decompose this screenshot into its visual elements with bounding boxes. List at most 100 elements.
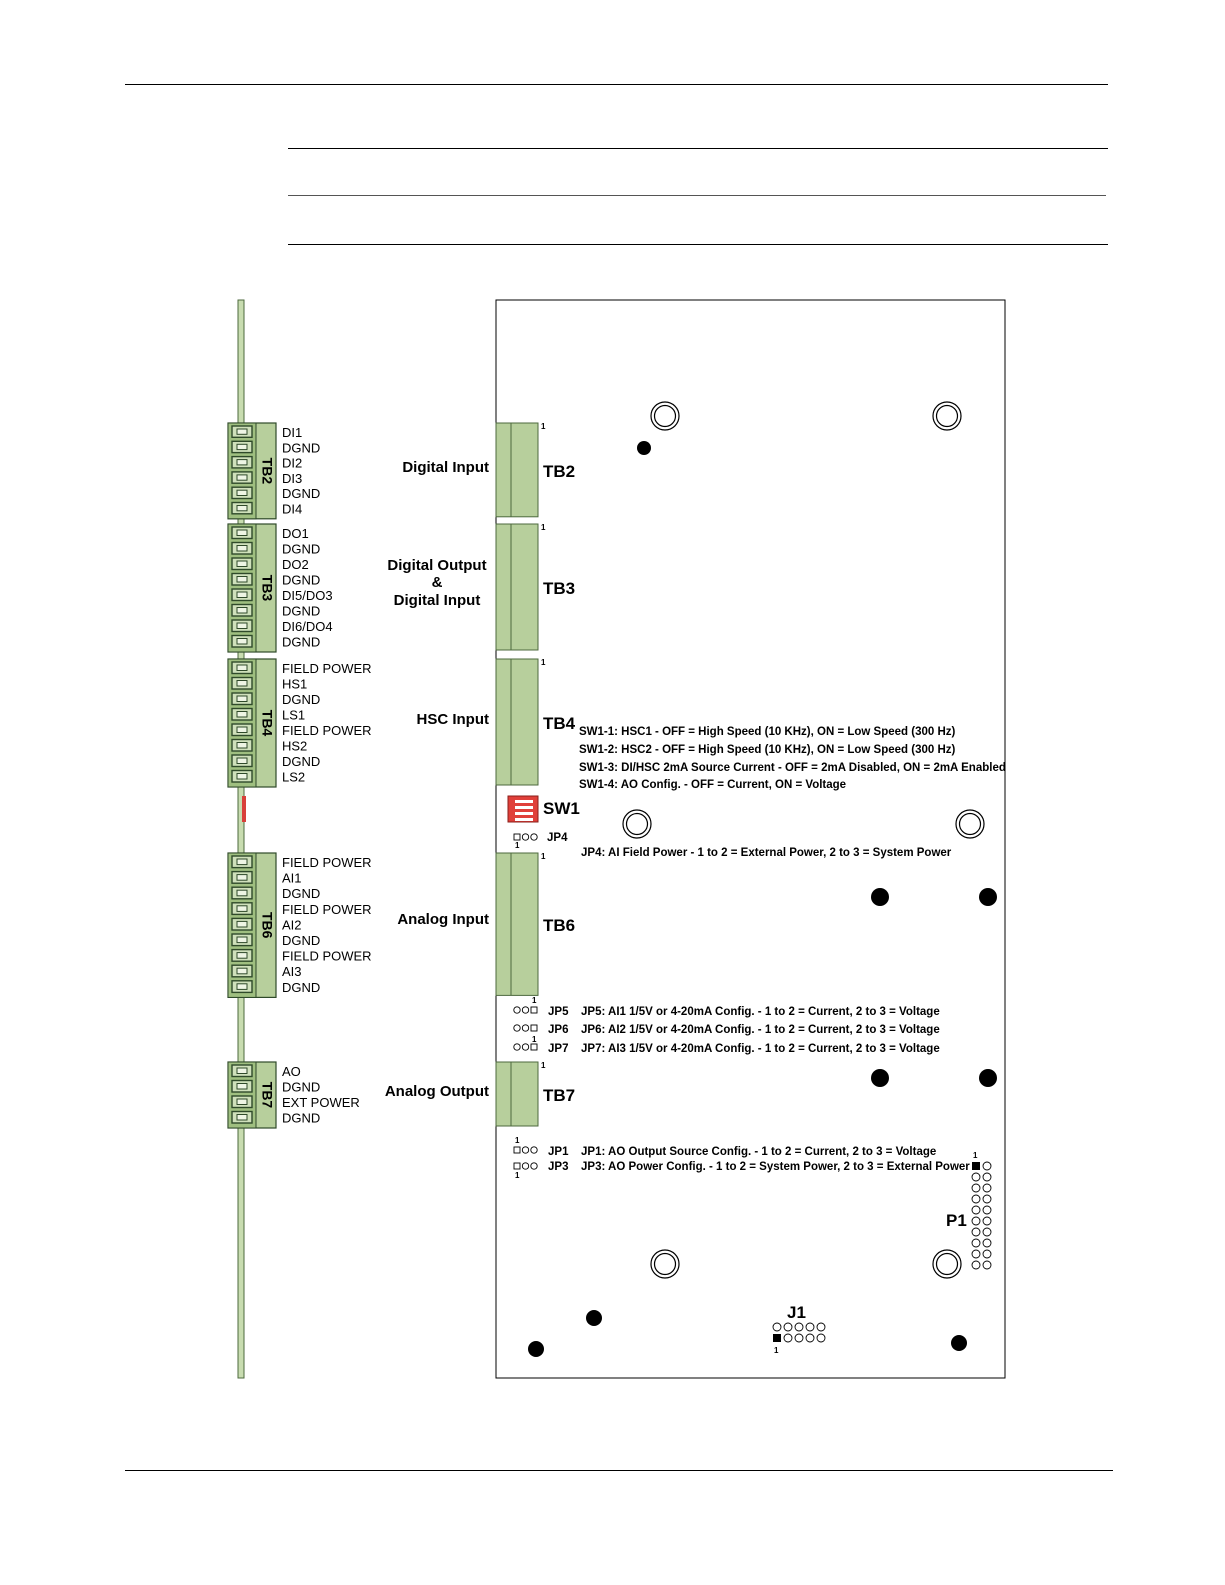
pin-label: DI2 [282, 456, 302, 471]
header-pin [971, 1172, 981, 1182]
side-view-label: TB2 [259, 458, 275, 485]
pin-label: HS2 [282, 739, 307, 754]
rail-red-marker [242, 796, 246, 822]
pin-one-marker: 1 [973, 1151, 978, 1160]
footer-rule [125, 1470, 1113, 1471]
mounting-hole [932, 1249, 962, 1279]
j1-label: J1 [787, 1303, 806, 1322]
mounting-hole [622, 809, 652, 839]
jumper-note: JP1: AO Output Source Config. - 1 to 2 =… [581, 1146, 936, 1158]
pin-label: AI3 [282, 964, 302, 979]
jumper-label: JP4 [547, 832, 568, 844]
pin-label: DGND [282, 1111, 320, 1126]
pin-label: DI5/DO3 [282, 588, 333, 603]
p1-label: P1 [946, 1211, 967, 1230]
board-block-label: TB7 [543, 1086, 575, 1105]
table-rule-bottom [288, 244, 1108, 245]
jumper-jp3[interactable]: 1 JP3 JP3: AO Power Config. - 1 to 2 = Sys… [513, 1161, 970, 1180]
pin-label: DGND [282, 980, 320, 995]
solder-pad [528, 1341, 544, 1357]
header-pin [982, 1238, 992, 1248]
header-pin [982, 1205, 992, 1215]
sw1-note: SW1-2: HSC2 - OFF = High Speed (10 KHz),… [579, 744, 956, 756]
pin-one-marker: 1 [541, 1061, 546, 1070]
terminal-pin-labels: DI1DGNDDI2DI3DGNDDI4DO1DGNDDO2DGNDDI5/DO… [282, 425, 372, 1126]
solder-pad [871, 888, 889, 906]
pin-label: DI6/DO4 [282, 619, 333, 634]
pin-one-marker: 1 [541, 523, 546, 532]
sw1-dip-switch[interactable] [507, 795, 539, 823]
header-pin [982, 1194, 992, 1204]
din-rail [237, 299, 245, 1379]
jumper-note: JP3: AO Power Config. - 1 to 2 = System … [581, 1161, 970, 1173]
jumper-note: JP4: AI Field Power - 1 to 2 = External … [581, 847, 952, 859]
pin-label: DGND [282, 635, 320, 650]
pin-label: DGND [282, 573, 320, 588]
side-view-tb3: TB3 [227, 523, 277, 653]
sw1-notes: SW1-1: HSC1 - OFF = High Speed (10 KHz),… [579, 726, 1006, 791]
solder-pad [951, 1335, 967, 1351]
header-pin [971, 1194, 981, 1204]
sw1-note: SW1-1: HSC1 - OFF = High Speed (10 KHz),… [579, 726, 956, 738]
pin-one-marker: 1 [515, 1171, 520, 1180]
header-pin [982, 1249, 992, 1259]
header-pin [773, 1334, 781, 1342]
pin-label: FIELD POWER [282, 902, 372, 917]
header-pin [971, 1205, 981, 1215]
pin-label: LS1 [282, 708, 305, 723]
j1-header: 1 [772, 1322, 826, 1355]
pin-one-marker: 1 [774, 1346, 779, 1355]
header-pin [783, 1322, 793, 1332]
mounting-hole [650, 1249, 680, 1279]
group-label: Digital Input [402, 459, 489, 476]
pin-label: DGND [282, 542, 320, 557]
jumper-note: JP5: AI1 1/5V or 4-20mA Config. - 1 to 2… [581, 1006, 940, 1018]
solder-pad [637, 441, 651, 455]
jumper-label: JP3 [548, 1161, 568, 1173]
header-pin [982, 1161, 992, 1171]
solder-pad [586, 1310, 602, 1326]
pin-label: AI1 [282, 871, 302, 886]
header-pin [971, 1260, 981, 1270]
group-label: Digital Input [394, 592, 481, 609]
mounting-hole [650, 401, 680, 431]
header-pin [794, 1333, 804, 1343]
header-pin [783, 1333, 793, 1343]
side-view-tb4: TB4 [227, 658, 277, 788]
jumper-note: JP6: AI2 1/5V or 4-20mA Config. - 1 to 2… [581, 1024, 940, 1036]
table-rule-middle [288, 195, 1106, 196]
pin-label: DO2 [282, 557, 309, 572]
pin-label: FIELD POWER [282, 949, 372, 964]
pin-one-marker: 1 [541, 852, 546, 861]
pin-label: AI2 [282, 917, 302, 932]
header-pin [805, 1322, 815, 1332]
header-pin [982, 1227, 992, 1237]
pin-label: DGND [282, 754, 320, 769]
pin-label: LS2 [282, 770, 305, 785]
header-pin [805, 1333, 815, 1343]
pin-label: DGND [282, 692, 320, 707]
board-block-label: TB2 [543, 462, 575, 481]
header-pin [772, 1322, 782, 1332]
header-pin [816, 1333, 826, 1343]
pin-label: DGND [282, 440, 320, 455]
header-pin [971, 1216, 981, 1226]
header-rule [125, 84, 1108, 85]
jumper-label: JP7 [548, 1043, 568, 1055]
group-label: Analog Output [385, 1083, 489, 1100]
pin-label: FIELD POWER [282, 855, 372, 870]
